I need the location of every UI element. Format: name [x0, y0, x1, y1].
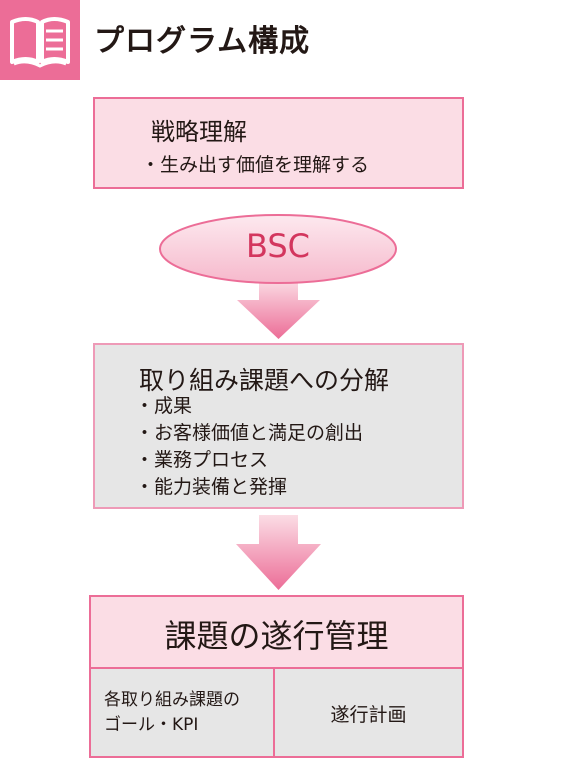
- management-header: 課題の遂行管理: [91, 597, 462, 669]
- decomposition-list: ・成果 ・お客様価値と満足の創出 ・業務プロセス ・能力装備と発揮: [135, 393, 363, 501]
- goal-kpi-label: 各取り組み課題の ゴール・KPI: [104, 690, 240, 735]
- bsc-label: BSC: [245, 227, 311, 265]
- execution-plan-label: 遂行計画: [330, 704, 407, 726]
- strategy-title: 戦略理解: [151, 118, 247, 146]
- decomposition-box: 取り組み課題への分解 ・成果 ・お客様価値と満足の創出 ・業務プロセス ・能力装…: [93, 343, 464, 509]
- strategy-bullet: ・生み出す価値を理解する: [141, 154, 370, 176]
- list-item: ・お客様価値と満足の創出: [135, 422, 364, 444]
- goal-kpi-cell: 各取り組み課題の ゴール・KPI: [91, 669, 275, 756]
- flow-arrow-2: [236, 515, 321, 590]
- list-item: ・能力装備と発揮: [135, 476, 288, 498]
- management-title: 課題の遂行管理: [164, 617, 389, 655]
- decomposition-title: 取り組み課題への分解: [139, 366, 390, 395]
- execution-plan-cell: 遂行計画: [275, 669, 462, 756]
- list-item: ・成果: [135, 395, 193, 417]
- bsc-ellipse: [159, 214, 397, 284]
- strategy-box: 戦略理解 ・生み出す価値を理解する: [93, 97, 464, 189]
- book-icon: [0, 0, 80, 80]
- page-title: プログラム構成: [94, 24, 311, 59]
- list-item: ・業務プロセス: [135, 449, 269, 471]
- management-box: 課題の遂行管理 各取り組み課題の ゴール・KPI 遂行計画: [89, 595, 464, 758]
- flow-arrow-1: [237, 279, 320, 339]
